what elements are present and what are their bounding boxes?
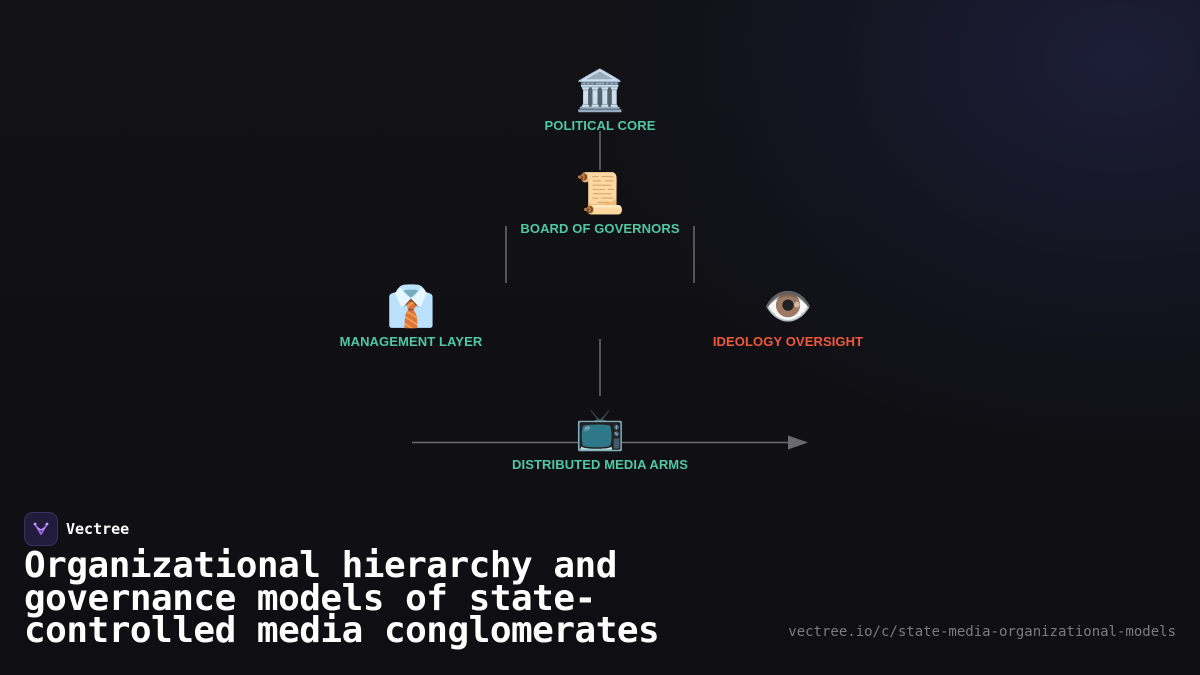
page-title: Organizational hierarchy and governance …: [24, 545, 660, 651]
node-ideology-oversight: 👁️ IDEOLOGY OVERSIGHT: [713, 284, 863, 349]
node-distributed-media-arms: 📺 DISTRIBUTED MEDIA ARMS: [512, 407, 688, 472]
vectree-logo-icon: [24, 512, 58, 546]
node-board-of-governors: 📜 BOARD OF GOVERNORS: [520, 171, 679, 236]
classical-building-icon: 🏛️: [575, 68, 625, 113]
eye-icon: 👁️: [763, 284, 813, 329]
node-label: BOARD OF GOVERNORS: [520, 221, 680, 236]
source-url: vectree.io/c/state-media-organizational-…: [788, 624, 1176, 640]
brand-name: Vectree: [66, 520, 130, 538]
node-political-core: 🏛️ POLITICAL CORE: [545, 68, 656, 133]
brand: Vectree: [24, 512, 129, 546]
scroll-icon: 📜: [575, 171, 625, 216]
node-label: MANAGEMENT LAYER: [339, 334, 483, 349]
television-icon: 📺: [575, 407, 625, 452]
node-label: IDEOLOGY OVERSIGHT: [712, 334, 864, 349]
node-label: POLITICAL CORE: [544, 118, 656, 133]
shirt-and-tie-icon: 👔: [386, 284, 436, 329]
node-label: DISTRIBUTED MEDIA ARMS: [511, 457, 689, 472]
node-management-layer: 👔 MANAGEMENT LAYER: [340, 284, 483, 349]
